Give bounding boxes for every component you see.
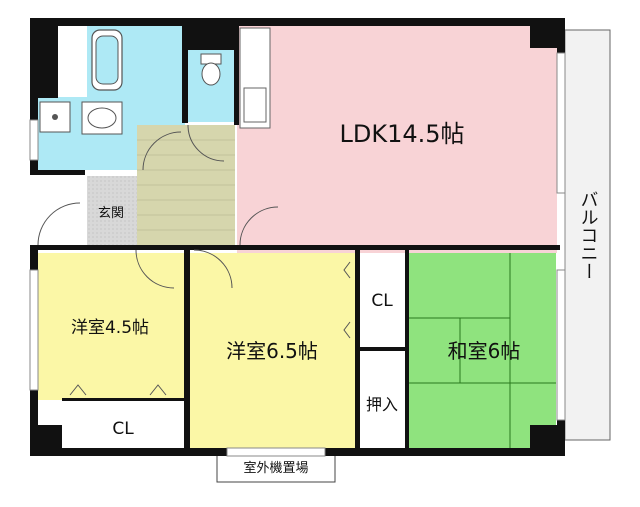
ldk-room [237, 25, 557, 253]
closet-mid [358, 253, 406, 348]
cl-bottom-label: CL [112, 419, 134, 439]
outdoor-unit-label: 室外機置場 [243, 460, 308, 476]
oshiire-closet [358, 352, 406, 448]
washitsu-room [408, 253, 556, 448]
cl-mid-label: CL [371, 291, 393, 311]
tatami-lines [408, 253, 556, 448]
yoshitsu-small-room [37, 253, 184, 400]
door-swings [37, 124, 279, 289]
balcony-label: バルコニー [578, 190, 599, 280]
kitchen-sink [243, 87, 267, 123]
ldk-label: LDK14.5帖 [339, 120, 464, 148]
windows [29, 52, 566, 457]
yoshitsu-large-label: 洋室6.5帖 [226, 339, 318, 363]
entrance-floor [87, 176, 137, 246]
sliding-door-marks [69, 261, 351, 396]
balcony-area [564, 29, 611, 441]
yoshitsu-small-label: 洋室4.5帖 [71, 318, 149, 338]
genkan-label: 玄関 [98, 206, 124, 221]
closet-bottom [62, 400, 184, 448]
yoshitsu-large-room [190, 253, 355, 448]
outdoor-unit-area [216, 451, 336, 483]
hall-floorboards [137, 139, 235, 231]
oshiire-label: 押入 [366, 395, 398, 414]
washitsu-label: 和室6帖 [448, 339, 521, 363]
